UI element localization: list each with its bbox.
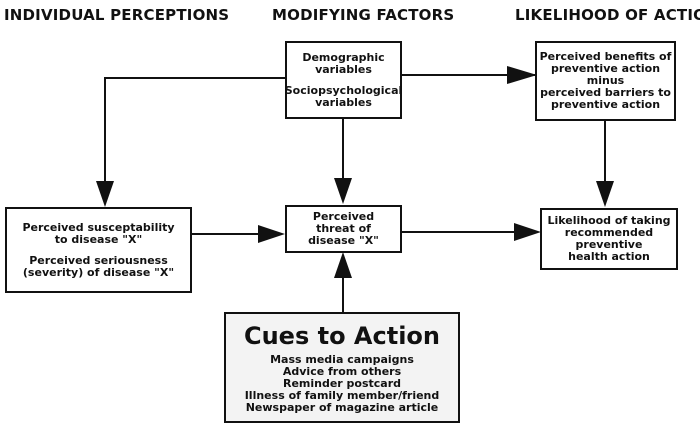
box-likelihood-of-taking-action: Likelihood of taking recommended prevent… <box>540 208 678 270</box>
benefits-line-2: preventive action <box>550 62 661 75</box>
demographic-line-2: variables <box>315 62 372 76</box>
connector-left-to-demographic <box>104 77 285 181</box>
box-perceived-benefits: Perceived benefits of preventive action … <box>535 41 676 121</box>
demographic-line-3: Sociopsychological <box>284 83 403 97</box>
benefits-line-5: preventive action <box>550 98 661 111</box>
cues-item: Reminder postcard <box>282 376 402 390</box>
arrow-down-to-susceptibility-head <box>96 181 114 207</box>
cues-item: Mass media campaigns <box>270 352 414 366</box>
arrow-demographic-to-benefits-head <box>507 66 537 84</box>
demographic-line-4: variables <box>315 95 372 109</box>
likelihood-line-1: Likelihood of taking <box>547 214 671 227</box>
threat-line-1: Perceived <box>312 210 375 223</box>
likelihood-line-2: recommended <box>564 226 654 239</box>
susceptibility-line-3: Perceived seriousness <box>29 253 168 267</box>
cues-to-action-title: Cues to Action <box>243 321 440 350</box>
box-demographic-variables: Demographic variables Sociopsychological… <box>285 41 402 119</box>
arrow-demographic-to-threat-head <box>334 178 352 204</box>
box-cues-to-action: Cues to Action Mass media campaigns Advi… <box>224 312 460 423</box>
arrow-threat-to-likelihood-head <box>514 223 541 241</box>
cues-item: Illness of family member/friend <box>244 388 440 402</box>
likelihood-line-4: health action <box>568 250 650 263</box>
susceptibility-line-2: to disease "X" <box>54 232 143 246</box>
cues-item: Advice from others <box>282 364 402 378</box>
likelihood-line-3: preventive <box>575 238 643 251</box>
cues-item: Newspaper of magazine article <box>245 400 439 414</box>
header-modifying-factors: MODIFYING FACTORS <box>272 6 455 24</box>
susceptibility-line-4: (severity) of disease "X" <box>22 265 175 279</box>
header-likelihood-of-action: LIKELIHOOD OF ACTION <box>515 6 700 24</box>
demographic-line-1: Demographic <box>302 50 385 64</box>
benefits-line-4: perceived barriers to <box>540 86 671 99</box>
header-individual-perceptions: INDIVIDUAL PERCEPTIONS <box>4 6 230 24</box>
threat-line-2: threat of <box>316 222 371 235</box>
benefits-line-1: Perceived benefits of <box>539 50 672 63</box>
box-perceived-threat: Perceived threat of disease "X" <box>285 205 402 253</box>
susceptibility-line-1: Perceived susceptability <box>22 220 175 234</box>
threat-line-3: disease "X" <box>308 234 379 247</box>
box-perceived-susceptibility: Perceived susceptability to disease "X" … <box>5 207 192 293</box>
arrow-benefits-to-likelihood-head <box>596 181 614 207</box>
benefits-line-3: minus <box>586 74 625 87</box>
arrow-cues-to-threat-head <box>334 252 352 278</box>
arrow-susceptibility-to-threat-head <box>258 225 285 243</box>
